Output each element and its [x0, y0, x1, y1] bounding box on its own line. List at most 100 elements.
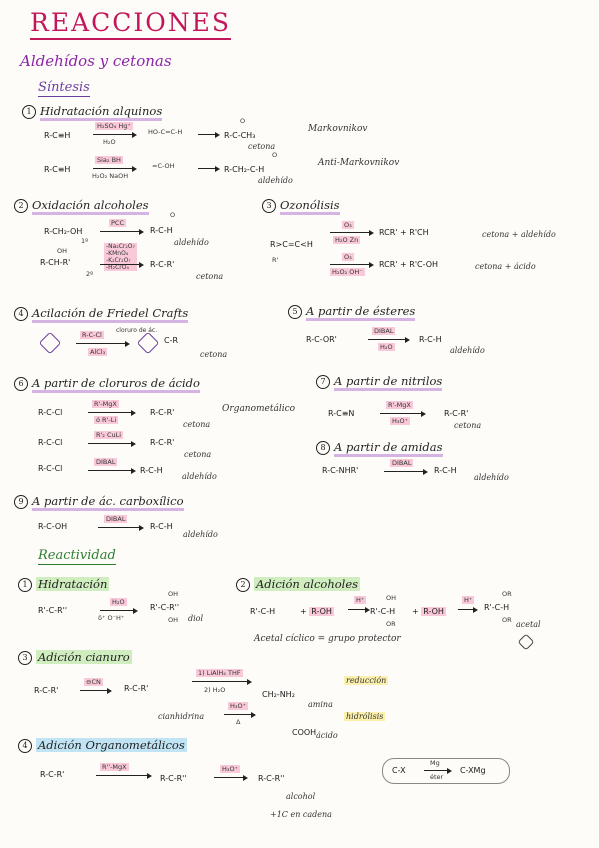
s1-r2-intermediate: =C-OH [152, 162, 175, 170]
s4-number: 4 [14, 307, 28, 321]
r2-number: 2 [236, 578, 250, 592]
s3-r1-reagent2: H₂O Zn [333, 236, 361, 244]
s2-r1-product-o: O [170, 211, 176, 219]
s4-product: C-R [164, 336, 179, 345]
r3-reactant: R-C-R' [34, 686, 59, 695]
s9-product-name: aldehído [183, 530, 218, 539]
s2-r2-reactant-top: OH [57, 247, 68, 255]
s1-r2-product-name: aldehído [258, 176, 293, 185]
s6-r3-product: R-C-H [140, 466, 163, 475]
s7-number: 7 [316, 375, 330, 389]
s1-r1-arrow2 [198, 131, 220, 138]
s1-r2-arrow2 [198, 165, 220, 172]
s5-reagent2: H₂O [378, 343, 395, 351]
s6-r1-arrow [88, 409, 136, 416]
r2-product-name: acetal [516, 620, 541, 629]
s6-r2-reagent: R'₂ CuLi [94, 431, 124, 439]
r3-path1-arrow [192, 678, 252, 685]
grignard-arrow [424, 767, 452, 774]
s1-r2-rule: Anti-Markovnikov [318, 158, 400, 168]
s9-title: A partir de ác. carboxílico [32, 494, 184, 511]
s5-reagent1: DIBAL [372, 327, 396, 335]
r1-reagent1: H₂O [110, 598, 127, 606]
r3-number: 3 [18, 651, 32, 665]
s1-r2-product-o: O [272, 151, 278, 159]
s2-r2-reagent-1: -KMnO₄ [104, 250, 137, 257]
r1-product-top: OH [168, 590, 179, 598]
s8-reagent: DIBAL [390, 459, 414, 467]
s6-title: A partir de cloruros de ácido [32, 376, 200, 393]
s9-reactant: R-C-OH [38, 522, 68, 531]
s8-number: 8 [316, 441, 330, 455]
s2-r1-tag: 1º [81, 237, 89, 245]
s3-r1-product: RCR' + R'CH [379, 228, 429, 237]
s2-r2-reagent-3: -H₂CrO₄ [104, 264, 137, 271]
s6-r2-arrow [88, 440, 136, 447]
r3-path1-reagent1: 1) LiAlH₄ THF [196, 669, 243, 677]
r2-product: R'-C-H [484, 603, 510, 612]
s4-arrow [76, 340, 130, 347]
s5-number: 5 [288, 305, 302, 319]
page-title: REACCIONES [30, 8, 232, 40]
r3-path2-reagent1: H₃O⁺ [228, 702, 249, 710]
s2-r1-product: R-C-H [150, 226, 173, 235]
r3-path1-product: CH₂-NH₂ [262, 690, 295, 699]
s8-product: R-C-H [434, 466, 457, 475]
r1-reagent2: δ⁺ O⁻H⁺ [98, 614, 125, 622]
s9-reagent: DIBAL [104, 515, 128, 523]
s1-number: 1 [22, 105, 36, 119]
s7-reactant: R-C≡N [328, 409, 355, 418]
r3-arrow [80, 687, 112, 694]
r2-note: Acetal cíclico = grupo protector [254, 634, 401, 644]
s5-product: R-C-H [419, 335, 442, 344]
s1-r2-reagent1: Sia₂ BH [95, 156, 123, 164]
s3-r2-product-name: cetona + ácido [475, 262, 536, 271]
r3-path1-product-name: amina [308, 700, 333, 709]
cyclic-acetal-icon [517, 633, 535, 651]
s2-title: Oxidación alcoholes [32, 198, 149, 215]
s2-r1-reactant: R-CH₂-OH [44, 227, 83, 236]
r4-reagent2: H₃O⁺ [220, 765, 241, 773]
s7-product-name: cetona [454, 421, 482, 430]
s3-reactant: R>C=C<H [270, 240, 313, 249]
s7-reagent2: H₃O⁺ [390, 417, 411, 425]
s5-reactant: R-C-OR' [306, 335, 337, 344]
s3-r1-arrow [330, 229, 374, 236]
r4-note: +1C en cadena [270, 810, 332, 819]
s2-r2-tag: 2º [86, 270, 94, 278]
s6-r3-arrow [88, 467, 136, 474]
r3-path2-reagent2: Δ [236, 718, 241, 726]
s2-r1-arrow [100, 228, 144, 235]
s2-r2-product: R-C-R' [150, 260, 175, 269]
s6-r1-note: Organometálico [222, 404, 296, 414]
s9-arrow [98, 524, 144, 531]
page-subtitle: Aldehídos y cetonas [20, 52, 172, 70]
s4-reagent2: AlCl₃ [88, 348, 108, 356]
s2-r2-reagent-2: -K₂Cr₂O₇ [104, 257, 137, 264]
r2-reagent-b: + R-OH [412, 607, 446, 616]
grignard-right: C-XMg [460, 766, 486, 775]
s3-r1-product-name: cetona + aldehído [482, 230, 556, 239]
r2-catalyst-b: H⁺ [462, 596, 475, 604]
s1-title: Hidratación alquinos [40, 104, 163, 121]
r3-path2-product: COOH [292, 728, 317, 737]
s9-product: R-C-H [150, 522, 173, 531]
s1-r2-product: R-CH₂-C-H [224, 165, 265, 174]
s1-r1-product-o: O [240, 117, 246, 125]
s6-r3-reagent: DIBAL [94, 458, 118, 466]
s3-r2-arrow [330, 261, 374, 268]
s1-r1-reagent2: H₂O [103, 138, 116, 146]
s3-r2-product: RCR' + R'C-OH [379, 260, 439, 269]
r3-path1-label: reducción [344, 676, 389, 685]
grignard-reagent: Mg [430, 759, 440, 767]
s6-r1-product-name: cetona [183, 420, 211, 429]
r4-intermediate: R-C-R'' [160, 774, 187, 783]
r4-title: Adición Organometálicos [36, 738, 187, 752]
r3-path2-arrow [224, 711, 256, 718]
r1-title: Hidratación [36, 577, 110, 591]
